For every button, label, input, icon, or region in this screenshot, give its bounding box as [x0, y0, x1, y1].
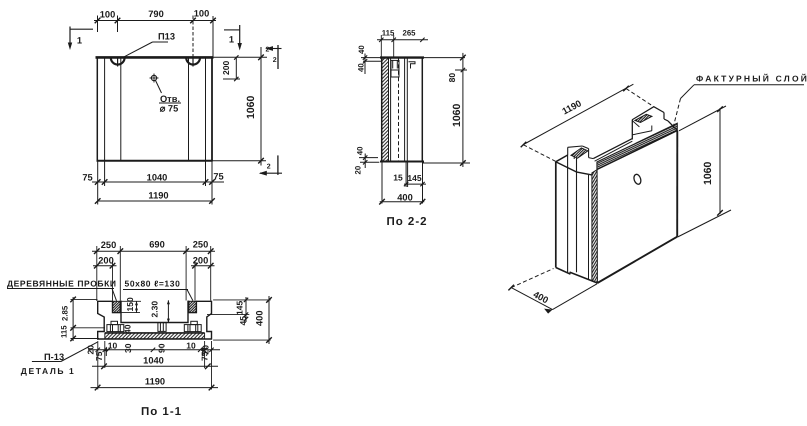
svg-text:40: 40: [123, 324, 133, 334]
svg-text:690: 690: [149, 240, 165, 250]
svg-text:П-13: П-13: [44, 352, 64, 362]
svg-text:1060: 1060: [702, 161, 714, 185]
svg-text:1040: 1040: [147, 173, 168, 183]
svg-text:2: 2: [273, 57, 277, 64]
svg-text:10: 10: [108, 341, 118, 351]
svg-text:200: 200: [98, 256, 114, 266]
svg-text:790: 790: [148, 9, 164, 19]
svg-text:1: 1: [229, 35, 234, 45]
svg-text:По 2-2: По 2-2: [386, 216, 427, 228]
svg-text:1190: 1190: [145, 377, 165, 387]
svg-text:1: 1: [77, 36, 82, 46]
svg-text:145: 145: [407, 173, 421, 183]
svg-text:90: 90: [157, 343, 167, 353]
svg-text:Отв.: Отв.: [160, 94, 180, 104]
svg-text:145: 145: [235, 301, 245, 315]
svg-text:1040: 1040: [143, 356, 164, 366]
svg-text:50х80 ℓ=130: 50х80 ℓ=130: [125, 279, 181, 289]
svg-text:265: 265: [402, 29, 416, 38]
svg-text:20: 20: [354, 165, 363, 174]
svg-text:1060: 1060: [245, 95, 257, 119]
svg-text:100: 100: [100, 10, 116, 20]
svg-text:40: 40: [356, 146, 365, 155]
svg-text:115: 115: [60, 325, 69, 338]
svg-text:45: 45: [238, 316, 248, 326]
svg-text:10: 10: [186, 341, 196, 351]
svg-text:20: 20: [86, 345, 96, 355]
svg-text:400: 400: [397, 193, 413, 203]
svg-text:250: 250: [193, 240, 209, 250]
svg-text:1060: 1060: [451, 103, 463, 127]
svg-text:15: 15: [393, 173, 403, 183]
svg-text:30: 30: [123, 343, 133, 353]
svg-text:2.85: 2.85: [61, 305, 70, 321]
svg-text:40: 40: [357, 63, 366, 72]
svg-text:По 1-1: По 1-1: [141, 406, 182, 418]
svg-text:115: 115: [382, 29, 395, 38]
svg-text:80: 80: [447, 73, 457, 83]
svg-text:П13: П13: [158, 32, 175, 42]
svg-text:150: 150: [125, 297, 135, 311]
svg-text:75: 75: [213, 172, 223, 182]
svg-text:250: 250: [101, 240, 117, 250]
svg-text:2: 2: [267, 164, 271, 171]
svg-text:400: 400: [255, 310, 265, 326]
svg-text:2: 2: [266, 47, 270, 54]
svg-text:75: 75: [200, 351, 210, 361]
svg-text:ДЕТАЛЬ 1: ДЕТАЛЬ 1: [21, 366, 76, 376]
svg-text:100: 100: [194, 9, 210, 19]
svg-text:⌀ 75: ⌀ 75: [160, 104, 179, 114]
svg-text:40: 40: [357, 45, 366, 54]
svg-text:2.30: 2.30: [149, 301, 159, 318]
svg-text:200: 200: [221, 61, 231, 75]
svg-text:75: 75: [82, 173, 92, 183]
svg-text:ФАКТУРНЫЙ СЛОЙ: ФАКТУРНЫЙ СЛОЙ: [696, 74, 807, 84]
svg-text:75: 75: [94, 351, 104, 361]
svg-text:ДЕРЕВЯННЫЕ ПРОБКИ: ДЕРЕВЯННЫЕ ПРОБКИ: [7, 279, 117, 289]
svg-text:20: 20: [200, 345, 210, 355]
svg-text:200: 200: [193, 256, 209, 266]
svg-text:1190: 1190: [148, 191, 168, 201]
